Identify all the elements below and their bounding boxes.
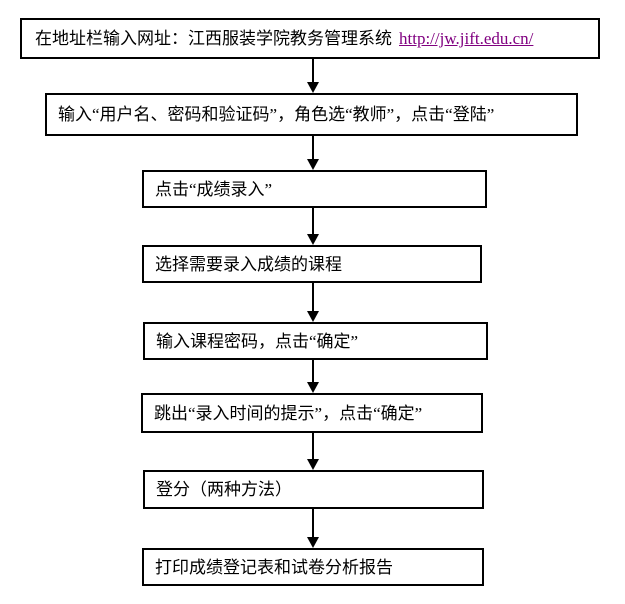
flow-step-enter-course-password-label: 输入课程密码，点击“确定”	[156, 331, 359, 351]
jwgl-system-link[interactable]: http://jw.jift.edu.cn/	[399, 29, 534, 48]
arrow-shaft	[312, 283, 314, 313]
arrow-shaft	[312, 208, 314, 236]
arrow-shaft	[312, 136, 314, 161]
arrow-down-icon	[307, 82, 319, 93]
arrow-shaft	[312, 509, 314, 539]
flow-step-enter-url: 在地址栏输入网址：江西服装学院教务管理系统 http://jw.jift.edu…	[20, 18, 600, 59]
arrow-down-icon	[307, 311, 319, 322]
arrow-down-icon	[307, 382, 319, 393]
flow-arrow-7	[307, 509, 319, 548]
flow-step-login-label: 输入“用户名、密码和验证码”，角色选“教师”，点击“登陆”	[58, 105, 495, 124]
flow-arrow-2	[307, 136, 319, 170]
flow-step-click-score-entry: 点击“成绩录入”	[142, 170, 487, 208]
flow-step-print-reports-label: 打印成绩登记表和试卷分析报告	[155, 557, 393, 577]
flow-step-click-score-entry-label: 点击“成绩录入”	[155, 179, 273, 199]
flow-arrow-5	[307, 360, 319, 393]
arrow-down-icon	[307, 537, 319, 548]
flow-arrow-4	[307, 283, 319, 322]
arrow-down-icon	[307, 459, 319, 470]
flow-step-select-course: 选择需要录入成绩的课程	[142, 245, 482, 283]
flow-step-entry-time-prompt-label: 跳出“录入时间的提示”，点击“确定”	[154, 403, 423, 423]
flow-step-print-reports: 打印成绩登记表和试卷分析报告	[142, 548, 484, 586]
arrow-down-icon	[307, 159, 319, 170]
flow-step-enter-url-label: 在地址栏输入网址：江西服装学院教务管理系统	[35, 29, 392, 48]
flow-step-enter-scores-label: 登分（两种方法）	[156, 480, 292, 499]
flow-step-select-course-label: 选择需要录入成绩的课程	[155, 254, 342, 274]
arrow-shaft	[312, 433, 314, 461]
flow-step-entry-time-prompt: 跳出“录入时间的提示”，点击“确定”	[141, 393, 483, 433]
flow-arrow-3	[307, 208, 319, 245]
arrow-shaft	[312, 360, 314, 384]
flow-arrow-1	[307, 59, 319, 93]
flow-step-login: 输入“用户名、密码和验证码”，角色选“教师”，点击“登陆”	[45, 93, 578, 136]
flow-arrow-6	[307, 433, 319, 470]
flow-step-enter-scores: 登分（两种方法）	[143, 470, 484, 509]
arrow-down-icon	[307, 234, 319, 245]
flow-step-enter-course-password: 输入课程密码，点击“确定”	[143, 322, 488, 360]
arrow-shaft	[312, 59, 314, 84]
